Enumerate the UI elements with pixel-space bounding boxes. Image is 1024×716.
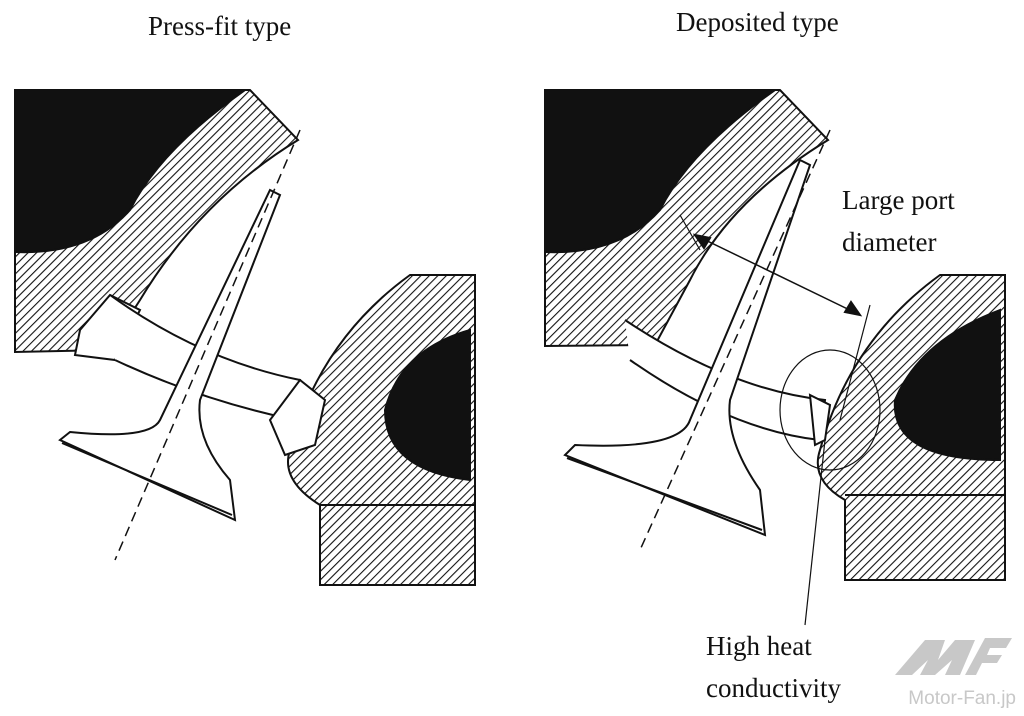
deposited-diagram	[544, 89, 1006, 626]
watermark-text: Motor-Fan.jp	[908, 688, 1016, 709]
watermark-logo	[895, 638, 1012, 675]
center-line	[114, 129, 301, 561]
heat-leader-line	[804, 439, 826, 626]
port-diameter-arrow	[694, 234, 861, 316]
valve	[58, 188, 282, 522]
label-heat-line2: conductivity	[706, 673, 841, 703]
press-fit-diagram	[14, 89, 476, 586]
label-port-line2: diameter	[842, 227, 937, 257]
title-deposited: Deposited type	[676, 7, 839, 37]
label-port-line1: Large port	[842, 185, 955, 215]
arrowhead	[692, 233, 863, 317]
right-cavity-black	[383, 328, 471, 482]
label-heat-line1: High heat	[706, 631, 812, 661]
left-cavity-black	[14, 89, 249, 254]
seat-ring-right	[268, 378, 327, 457]
title-press-fit: Press-fit type	[148, 11, 292, 41]
heat-zone-circle	[779, 349, 881, 471]
